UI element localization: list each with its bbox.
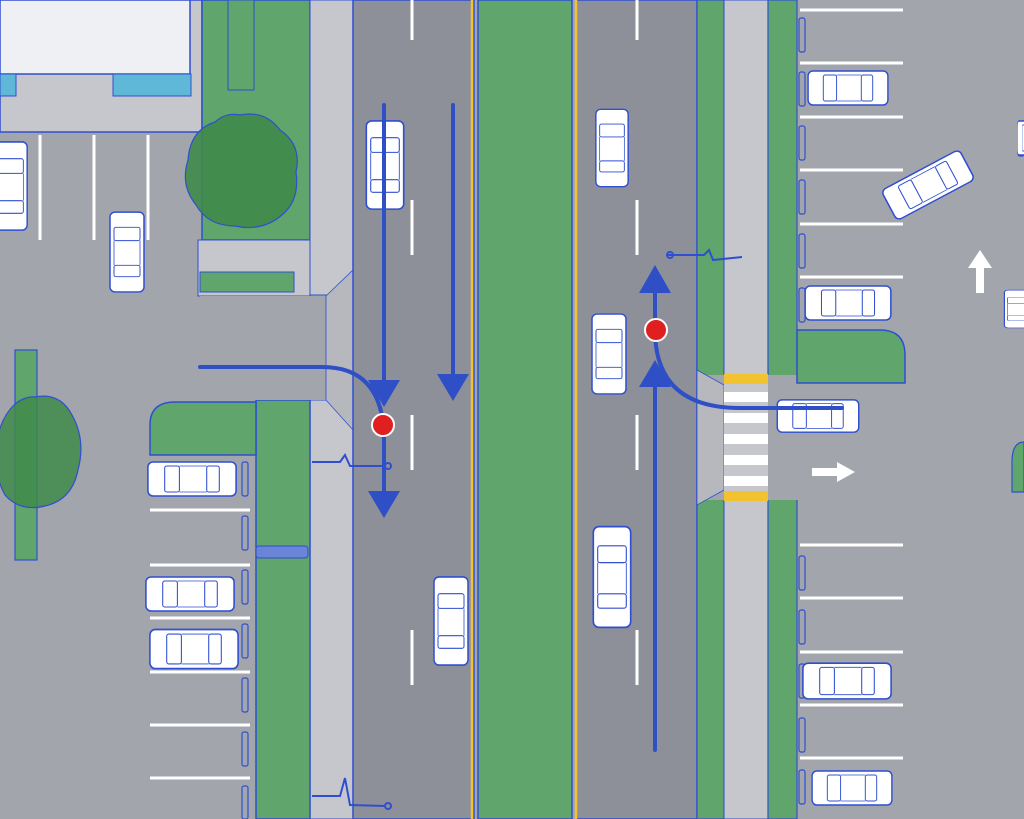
walkway-left-top [227,0,255,91]
car-icon [804,285,892,321]
tree-icon [0,395,82,509]
bench [255,545,309,559]
arrow-right-marking-icon [812,462,855,482]
grass-island-far-right [1011,441,1024,493]
center-median [477,0,573,819]
car-icon [592,525,632,629]
driveway-left [200,296,353,400]
roadway-northbound [575,0,698,819]
parking-lines-right [800,8,903,760]
car-icon [1003,289,1024,329]
car-icon [811,770,893,806]
car-icon [1016,120,1024,156]
grass-strip-small [199,271,295,293]
conflict-points [371,318,668,437]
car-icon [149,628,239,670]
flow-arrow-heads [368,265,671,518]
driveway-right-throat [696,369,725,506]
grass-island-left [149,401,257,456]
car-icon [109,211,145,293]
parking-lines-left [38,135,250,780]
grass-strip-left-bottom [255,399,311,819]
tree-icon [184,113,298,229]
grass-island-right [796,329,906,384]
arrow-up-marking-icon [968,250,992,293]
bike-rack-icon [312,248,743,810]
car-icon [776,399,860,433]
car-icon [595,108,629,188]
center-lines [470,0,578,819]
car-icon [591,313,627,395]
wheel-stops-left [241,461,249,819]
conflict-point-marker [644,318,668,342]
building [0,0,203,133]
car-icon [802,662,892,700]
car-icon [145,576,235,612]
car-icon [0,141,28,231]
car-icon [807,70,889,106]
car-icon [433,576,469,666]
car-icon [147,461,237,497]
crosswalk-icon [724,374,768,501]
sidewalk-left-top [309,0,354,296]
conflict-point-marker [371,413,395,437]
